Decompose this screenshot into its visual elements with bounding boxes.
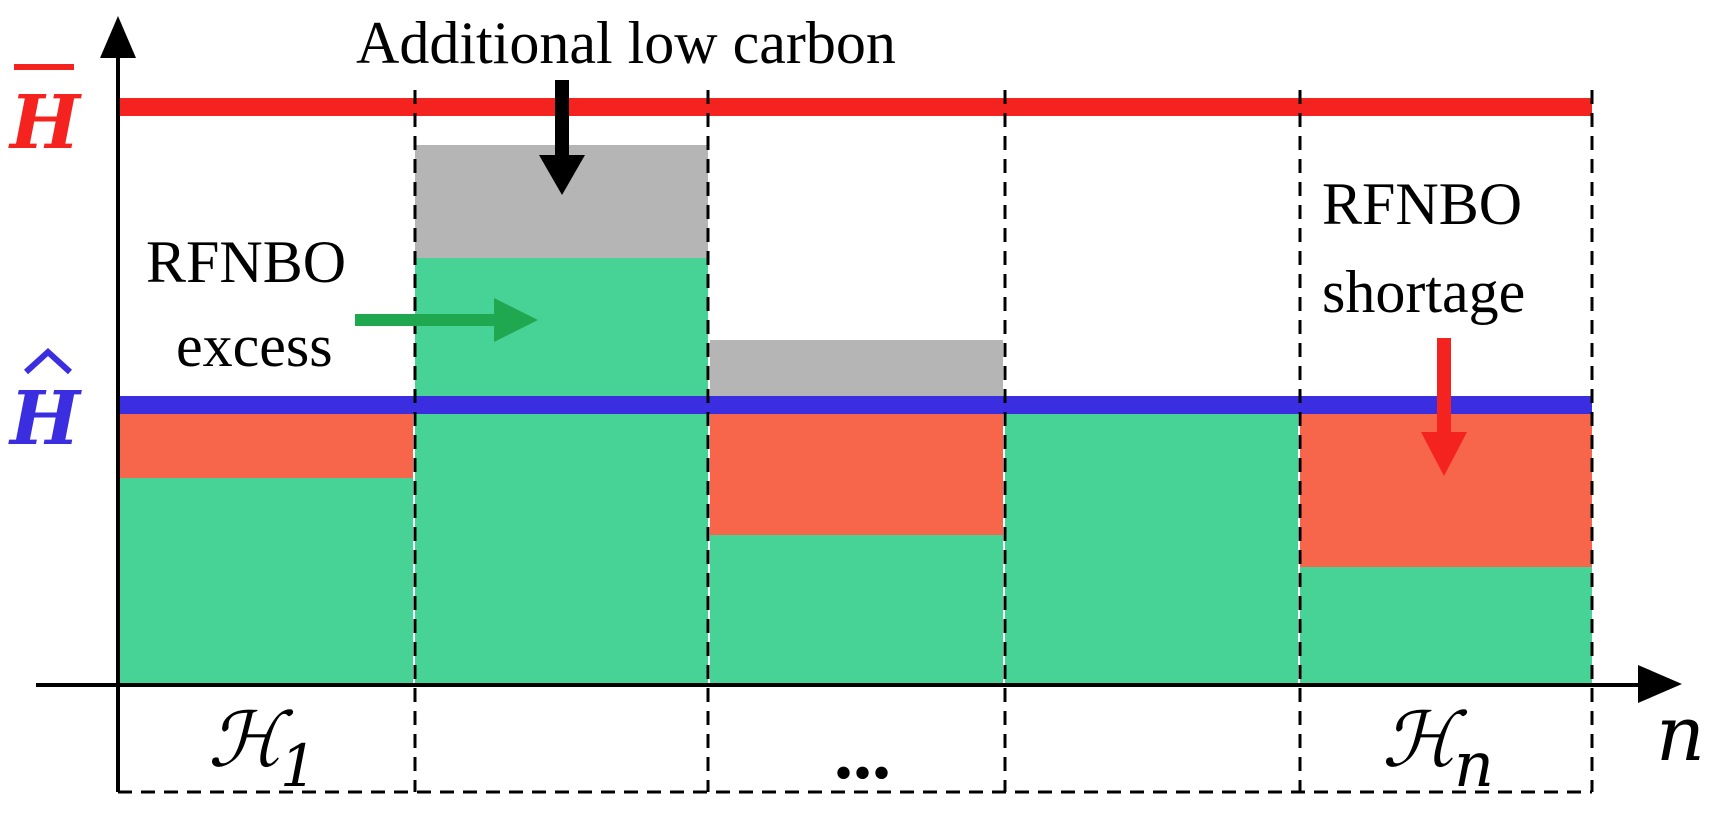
segment-n-label: ℋ [1382, 695, 1468, 784]
segment-2-rfnbo-fill [415, 258, 708, 685]
arrow-right-icon [355, 298, 538, 342]
rfnbo-excess-label-line2: excess [176, 313, 333, 379]
segment-4-rfnbo-fill [1005, 405, 1298, 685]
axes [36, 16, 1682, 792]
additional-low-carbon-label: Additional low carbon [356, 10, 896, 76]
arrow-down-icon-shortage [1421, 338, 1467, 476]
segment-3-shortage-fill [710, 405, 1003, 535]
segment-3-low-carbon-fill [710, 340, 1003, 405]
y-axis-arrowhead [100, 16, 136, 58]
x-axis-arrowhead [1638, 665, 1682, 703]
h-bar-label: H [8, 64, 82, 166]
h-bar-text: H [8, 80, 82, 166]
segment-3-rfnbo-fill [710, 535, 1003, 685]
rfnbo-shortage-label-line2: shortage [1322, 259, 1525, 325]
h-bar-overline [14, 64, 74, 70]
h-hat-label: H [8, 347, 82, 462]
segment-5-rfnbo-fill [1300, 567, 1592, 685]
segment-dividers [118, 90, 1594, 794]
rfnbo-shortage-label-line1: RFNBO [1322, 171, 1522, 237]
h-hat-text: H [8, 376, 82, 462]
segment-1-label: ℋ [208, 695, 294, 784]
segment-1-shortage-fill [118, 405, 413, 478]
segment-n-subscript: n [1454, 728, 1494, 801]
x-axis-label: n [1656, 689, 1705, 778]
arrow-down-icon [539, 80, 585, 195]
ellipsis-label: ... [834, 711, 891, 795]
segment-1-rfnbo-fill [118, 478, 413, 685]
rfnbo-excess-label-line1: RFNBO [146, 229, 346, 295]
h-hat-caret [23, 347, 73, 375]
segment-1-subscript: 1 [280, 732, 317, 800]
